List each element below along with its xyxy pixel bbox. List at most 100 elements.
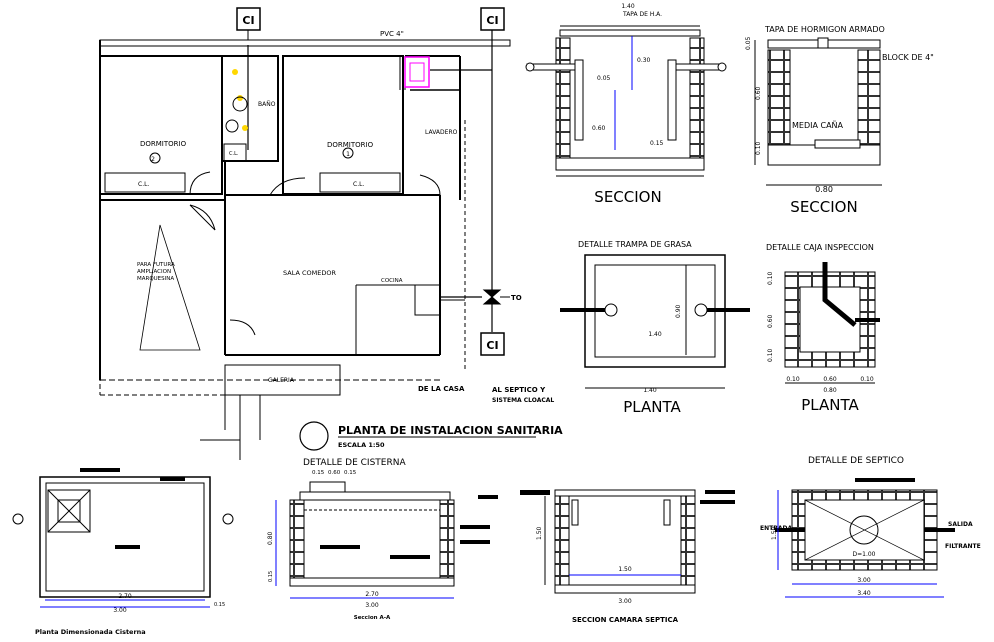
ci-dim-h2: 0.60 xyxy=(592,125,606,132)
septico-salida: SALIDA xyxy=(948,521,973,528)
ci-dim-h1: 0.30 xyxy=(637,57,651,64)
trampa-title: DETALLE TRAMPA DE GRASA xyxy=(578,240,692,249)
trampa-drawing xyxy=(560,254,750,389)
caja-dim-h1: 0.10 xyxy=(767,271,774,285)
future-line-2: AMPLIACION xyxy=(137,269,171,275)
trampa-dim-total: 1.40 xyxy=(643,387,657,394)
title-circle-icon xyxy=(299,421,329,451)
ci-top-left-label: CI xyxy=(242,14,254,27)
dorm-left-marker-icon xyxy=(149,152,161,164)
cocina-label: COCINA xyxy=(381,278,403,284)
yellow-fixture-3 xyxy=(242,125,248,131)
ti-dim-top: 0.05 xyxy=(745,36,752,50)
drain-pipes xyxy=(247,28,510,370)
septico-dim-total: 3.40 xyxy=(857,590,871,597)
cisterna-caption: Seccion A-A xyxy=(354,615,391,621)
lavadero-basin xyxy=(409,62,425,82)
de-la-casa-label: DE LA CASA xyxy=(418,385,465,393)
lavadero-sink xyxy=(404,56,430,88)
bano-label: BAÑO xyxy=(258,101,276,108)
cisterna-dim-total: 3.00 xyxy=(365,602,379,609)
caja-dim-w2: 0.60 xyxy=(823,376,837,383)
al-septico-line-2: SISTEMA CLOACAL xyxy=(492,397,554,404)
trampa-subtitle: PLANTA xyxy=(623,398,681,416)
caja-dim-h2: 0.60 xyxy=(767,314,774,328)
cisterna-dim-a: 0.15 xyxy=(312,470,325,476)
septico-dim-h: 1.50 xyxy=(771,526,778,540)
septico-dim-dia: D=1.00 xyxy=(852,551,875,558)
caja-subtitle: PLANTA xyxy=(801,396,859,414)
seccion-ci-drawing xyxy=(525,25,727,177)
caja-title: DETALLE CAJA INSPECCION xyxy=(766,243,874,252)
ci-box-bottom xyxy=(480,332,505,356)
caja-dim-w3: 0.10 xyxy=(860,376,874,383)
cisterna-plan-caption: Planta Dimensionada Cisterna xyxy=(35,628,146,636)
camara-dim-h: 1.50 xyxy=(536,526,543,540)
seccion-ti-drawing xyxy=(754,37,882,186)
ti-section-title: SECCION xyxy=(790,198,857,216)
galeria-label: GALERIA xyxy=(268,377,295,384)
cisterna-plan-dim-inner: 2.70 xyxy=(118,593,132,600)
caja-dim-w1: 0.10 xyxy=(786,376,800,383)
lavamanos-icon xyxy=(225,119,239,133)
ci-bottom-label: CI xyxy=(486,339,498,352)
septico-dim-inner: 3.00 xyxy=(857,577,871,584)
future-line-1: PARA FUTURA xyxy=(137,262,175,268)
cisterna-dim-c: 0.15 xyxy=(344,470,357,476)
cl-left-label: C.L. xyxy=(138,181,149,188)
caja-dim-total: 0.80 xyxy=(823,387,837,394)
ti-dim-width: 0.80 xyxy=(815,185,833,194)
cisterna-plan-drawing xyxy=(12,468,234,608)
future-line-3: MARQUESINA xyxy=(137,276,174,282)
ci-section-title: SECCION xyxy=(594,188,661,206)
ci-dim-pipe: 0.05 xyxy=(597,75,611,82)
cisterna-dim-w: 2.70 xyxy=(365,591,379,598)
lavadero-label: LAVADERO xyxy=(425,129,458,136)
ti-media-cana-label: MEDIA CAÑA xyxy=(792,120,844,130)
cisterna-plan-dim-total: 3.00 xyxy=(113,607,127,614)
ci-tapa-label: TAPA DE H.A. xyxy=(622,11,662,18)
caja-drawing xyxy=(784,262,880,384)
cisterna-title: DETALLE DE CISTERNA xyxy=(303,458,406,468)
septico-drawing xyxy=(775,478,955,598)
dorm-right-marker-icon xyxy=(342,147,354,159)
trampa-dim-w: 1.40 xyxy=(648,331,662,338)
camara-caption: SECCION CAMARA SEPTICA xyxy=(572,616,679,624)
septico-title: DETALLE DE SEPTICO xyxy=(808,456,904,466)
ti-block-label: BLOCK DE 4" xyxy=(882,53,934,62)
cl-small-label: C.L. xyxy=(229,151,239,157)
ti-dim-mid: 0.60 xyxy=(755,86,762,100)
ci-box-top-left xyxy=(236,7,261,31)
ci-dim-h3: 0.15 xyxy=(650,140,664,147)
camara-drawing xyxy=(520,489,735,594)
toilet-icon xyxy=(232,96,248,112)
ci-top-right-label: CI xyxy=(486,14,498,27)
sanitary-floor-plan xyxy=(99,39,511,460)
plan-title: PLANTA DE INSTALACION SANITARIA xyxy=(338,424,563,437)
plan-scale: ESCALA 1:50 xyxy=(338,441,385,449)
dorm-right-label: DORMITORIO xyxy=(327,141,374,149)
camara-dim-inner: 1.50 xyxy=(618,566,632,573)
ti-dim-bot: 0.10 xyxy=(755,141,762,155)
caja-dim-h3: 0.10 xyxy=(767,348,774,362)
ci-dim-top: 1.40 xyxy=(621,3,635,10)
cisterna-dim-b: 0.60 xyxy=(328,470,341,476)
pvc-label: PVC 4" xyxy=(380,30,404,38)
dorm-right-number: 1 xyxy=(346,151,350,158)
cisterna-dim-bottom: 0.15 xyxy=(268,571,274,582)
trampa-dim-h: 0.90 xyxy=(675,304,682,318)
septico-entrada: ENTRADA xyxy=(760,525,792,532)
cisterna-dim-h: 0.80 xyxy=(267,531,274,545)
yellow-fixture-1 xyxy=(232,69,238,75)
ci-box-top-right xyxy=(480,7,505,31)
to-label: TO xyxy=(511,294,522,302)
ti-tapa-label: TAPA DE HORMIGON ARMADO xyxy=(764,25,885,34)
sala-label: SALA COMEDOR xyxy=(283,269,336,277)
dorm-left-label: DORMITORIO xyxy=(140,140,187,148)
dorm-left-number: 2 xyxy=(151,156,155,163)
cisterna-plan-dim-side: 0.15 xyxy=(214,602,225,608)
cisterna-section-drawing xyxy=(275,481,498,599)
yellow-fixture-2 xyxy=(237,95,243,101)
